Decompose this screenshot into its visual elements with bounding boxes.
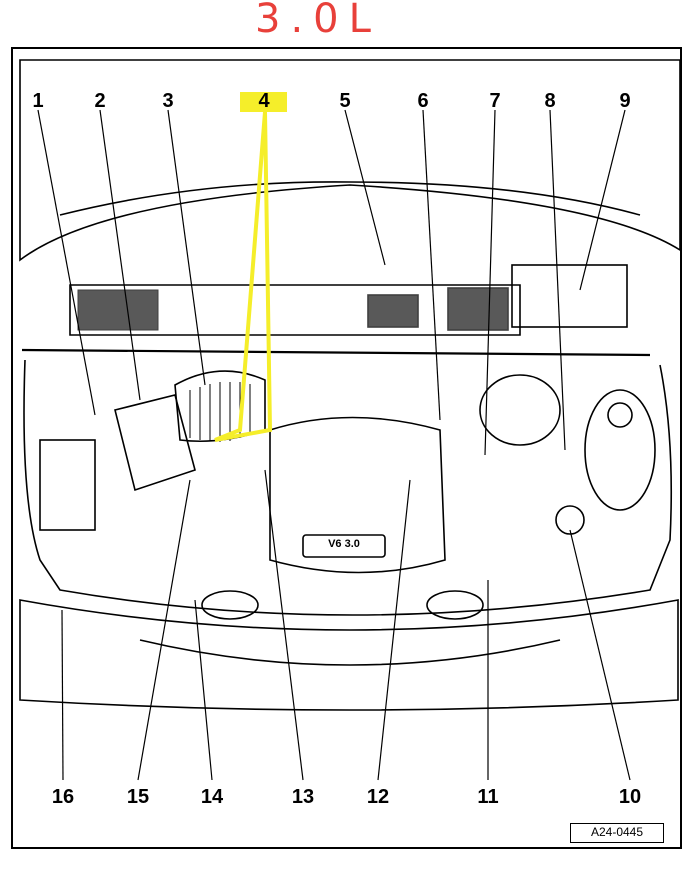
highlight-leader	[214, 111, 273, 442]
radiator-support	[139, 639, 561, 666]
strut-bar	[21, 348, 651, 357]
pulley-right	[426, 590, 484, 620]
reservoir-cap	[607, 402, 633, 428]
callout-6: 6	[417, 90, 429, 112]
battery	[39, 439, 96, 531]
callout-12: 12	[366, 786, 390, 808]
callout-2: 2	[94, 90, 106, 112]
pulley-left	[201, 590, 259, 620]
callout-14: 14	[200, 786, 224, 808]
callout-3: 3	[162, 90, 174, 112]
callout-8: 8	[544, 90, 556, 112]
leader-lines	[37, 109, 631, 781]
callout-10: 10	[618, 786, 642, 808]
engine-badge-plate	[302, 534, 386, 558]
cowl-vent-mid	[367, 294, 419, 328]
handwritten-title: 3.0L	[255, 0, 381, 42]
callout-4: 4	[258, 90, 270, 112]
callout-11: 11	[477, 786, 499, 808]
callout-5: 5	[339, 90, 351, 112]
callout-1: 1	[32, 90, 44, 112]
callout-13: 13	[291, 786, 315, 808]
cowl-panel	[69, 284, 521, 336]
oil-filler	[555, 505, 585, 535]
callout-15: 15	[126, 786, 150, 808]
coolant-reservoir	[584, 389, 656, 511]
intake-manifold	[269, 416, 446, 574]
cowl-vent-right	[447, 287, 509, 331]
engine-badge-text: V6 3.0	[328, 538, 360, 550]
brake-reservoir	[479, 374, 561, 446]
fuse-box-cover	[511, 264, 628, 328]
hood-outline	[19, 59, 681, 262]
bay-outline	[23, 359, 673, 616]
reference-code: A24-0445	[570, 823, 664, 843]
front-bumper	[19, 599, 679, 711]
hood-inner	[59, 181, 641, 216]
callout-7: 7	[489, 90, 501, 112]
callout-highlight	[240, 92, 287, 112]
diagram-frame	[11, 47, 682, 849]
air-filter-box	[114, 394, 196, 492]
callout-9: 9	[619, 90, 631, 112]
callout-16: 16	[51, 786, 75, 808]
cowl-vent-left	[77, 289, 159, 331]
